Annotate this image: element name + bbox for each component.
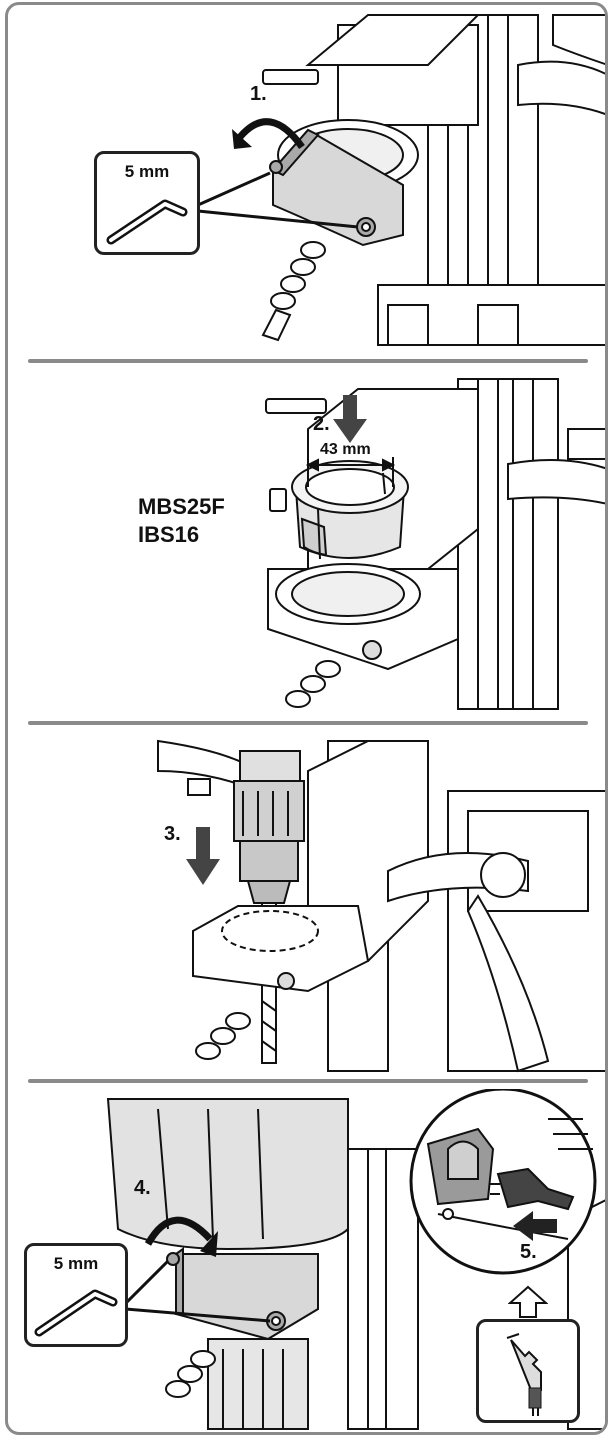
panel-divider [28,721,588,725]
tool-size-label: 5 mm [124,162,170,181]
drill-stand-illustration-3 [157,739,605,1073]
tool-callout: 5 mm [24,1243,128,1347]
step-number: 5. [520,1241,537,1263]
panel-step-2: 2. 43 mm MBS25F IBS16 [8,369,605,717]
rotate-arrow-icon [232,118,305,150]
model-name: IBS16 [138,522,200,547]
panel-step-3: 3. [8,731,605,1075]
down-arrow-icon [186,827,220,885]
instruction-frame: 1. 5 mm [5,2,608,1435]
step-number: 2. [313,413,330,435]
panel-step-1: 1. 5 mm [8,5,605,355]
push-arrow-icon [513,1211,557,1241]
step-number: 4. [134,1177,151,1199]
panel-step-4: 4. 5. 5 mm [8,1089,605,1432]
model-name: MBS25F [138,494,225,519]
rotate-arrow-icon [144,1216,218,1257]
step-number: 1. [250,83,267,105]
down-arrow-icon [333,395,367,443]
drill-stand-illustration-2 [265,378,605,710]
dimension-label: 43 mm [320,441,371,458]
power-plug-icon [506,1333,542,1416]
tool-size-label: 5 mm [53,1254,99,1273]
tool-callout: 5 mm [94,151,200,255]
up-arrow-icon [508,1285,548,1318]
step-number: 3. [164,823,181,845]
drill-stand-illustration-1 [197,14,605,346]
plug-callout [476,1319,580,1423]
hex-key-icon [34,1289,118,1337]
panel-divider [28,359,588,363]
hex-key-icon [106,199,188,245]
panel-divider [28,1079,588,1083]
